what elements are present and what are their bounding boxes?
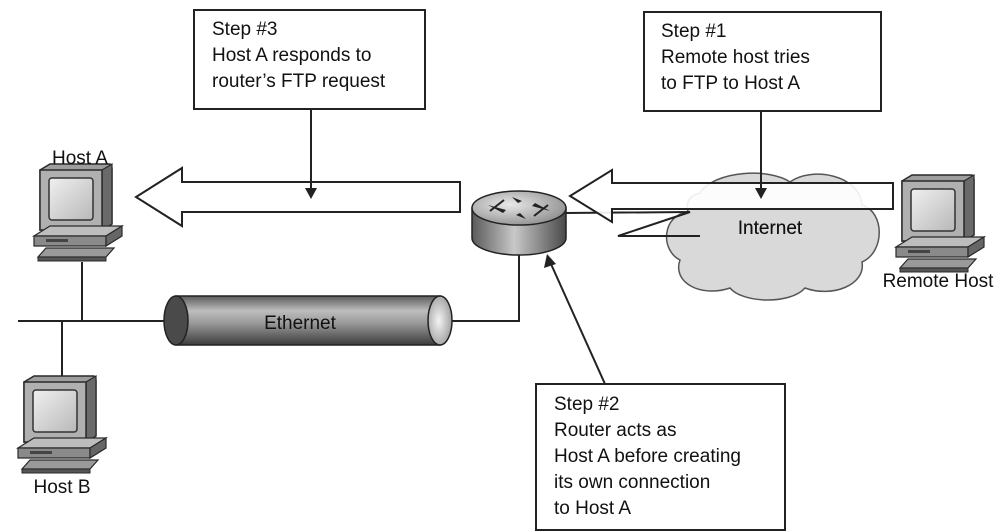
- step1-pointer-head: [755, 188, 767, 199]
- step1-line-1: Remote host tries: [661, 47, 810, 68]
- host-b-label: Host B: [33, 477, 90, 498]
- step2-line-2: Host A before creating: [554, 446, 741, 467]
- host-a-label: Host A: [52, 148, 108, 169]
- step1-callout: Step #1 Remote host tries to FTP to Host…: [643, 11, 882, 112]
- internet-label-over-arrow: Internet: [738, 218, 803, 239]
- step3-pointer-head: [305, 188, 317, 199]
- step2-line-1: Router acts as: [554, 420, 677, 441]
- step3-title: Step #3: [212, 19, 278, 40]
- step3-callout: Step #3 Host A responds to router’s FTP …: [193, 9, 426, 110]
- step2-line-4: to Host A: [554, 498, 631, 519]
- router-icon: [471, 190, 567, 256]
- step1-line-2: to FTP to Host A: [661, 73, 800, 94]
- host-b-computer: [17, 375, 107, 474]
- step3-line-1: Host A responds to: [212, 45, 372, 66]
- step2-title: Step #2: [554, 394, 620, 415]
- remote-host-label: Remote Host: [883, 271, 995, 292]
- step3-line-2: router’s FTP request: [212, 71, 386, 92]
- flow-arrow-remote-to-router: [568, 168, 894, 224]
- ethernet-segment: Ethernet: [163, 295, 453, 346]
- serial-link: [565, 211, 700, 237]
- step2-callout: Step #2 Router acts as Host A before cre…: [535, 383, 786, 531]
- flow-arrow-router-to-host-a: [134, 166, 461, 228]
- internet-label: Internet: [738, 218, 803, 239]
- step2-line-3: its own connection: [554, 472, 710, 493]
- ethernet-label: Ethernet: [264, 313, 337, 334]
- step1-title: Step #1: [661, 21, 727, 42]
- step2-pointer: [550, 263, 606, 385]
- host-a-computer: [33, 163, 123, 262]
- step2-pointer-head: [544, 254, 556, 268]
- remote-host-computer: [895, 174, 985, 273]
